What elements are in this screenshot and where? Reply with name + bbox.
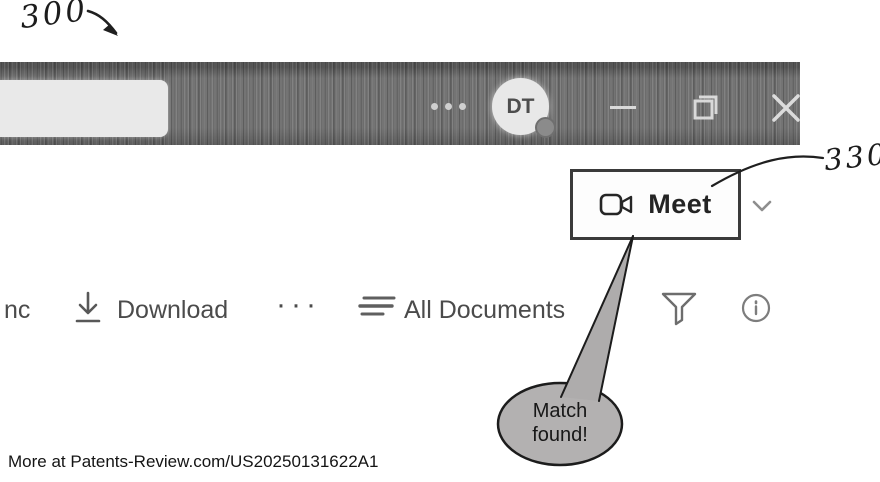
restore-icon[interactable] (686, 86, 726, 126)
window-title-bar: DT (0, 62, 800, 145)
filter-icon[interactable] (660, 291, 700, 327)
chevron-down-icon[interactable] (751, 198, 773, 214)
info-icon[interactable] (738, 291, 774, 327)
toolbar-sync-label-truncated[interactable]: nc (4, 296, 30, 325)
figure-ref-330: 330 (822, 137, 880, 178)
presence-icon (535, 117, 556, 138)
download-icon[interactable] (72, 290, 104, 330)
meet-button-label: Meet (648, 189, 712, 220)
more-options-icon[interactable] (431, 103, 466, 110)
search-box[interactable] (0, 80, 168, 137)
download-button[interactable]: Download (117, 296, 228, 325)
callout-bubble-text: Match found! (498, 399, 622, 447)
callout-line-1: Match (498, 399, 622, 423)
video-camera-icon (599, 192, 635, 218)
callout-line-2: found! (498, 423, 622, 447)
view-selector[interactable]: All Documents (404, 296, 565, 325)
view-list-icon[interactable] (356, 293, 396, 321)
more-commands-icon[interactable]: ··· (276, 288, 321, 322)
minimize-icon[interactable] (610, 106, 636, 109)
close-icon[interactable] (770, 92, 802, 124)
figure-ref-300: 300 (18, 0, 90, 36)
avatar-initials: DT (507, 95, 535, 119)
meet-button[interactable]: Meet (570, 169, 741, 240)
source-caption: More at Patents-Review.com/US20250131622… (8, 452, 378, 472)
ref-arrow-icon (88, 11, 118, 36)
